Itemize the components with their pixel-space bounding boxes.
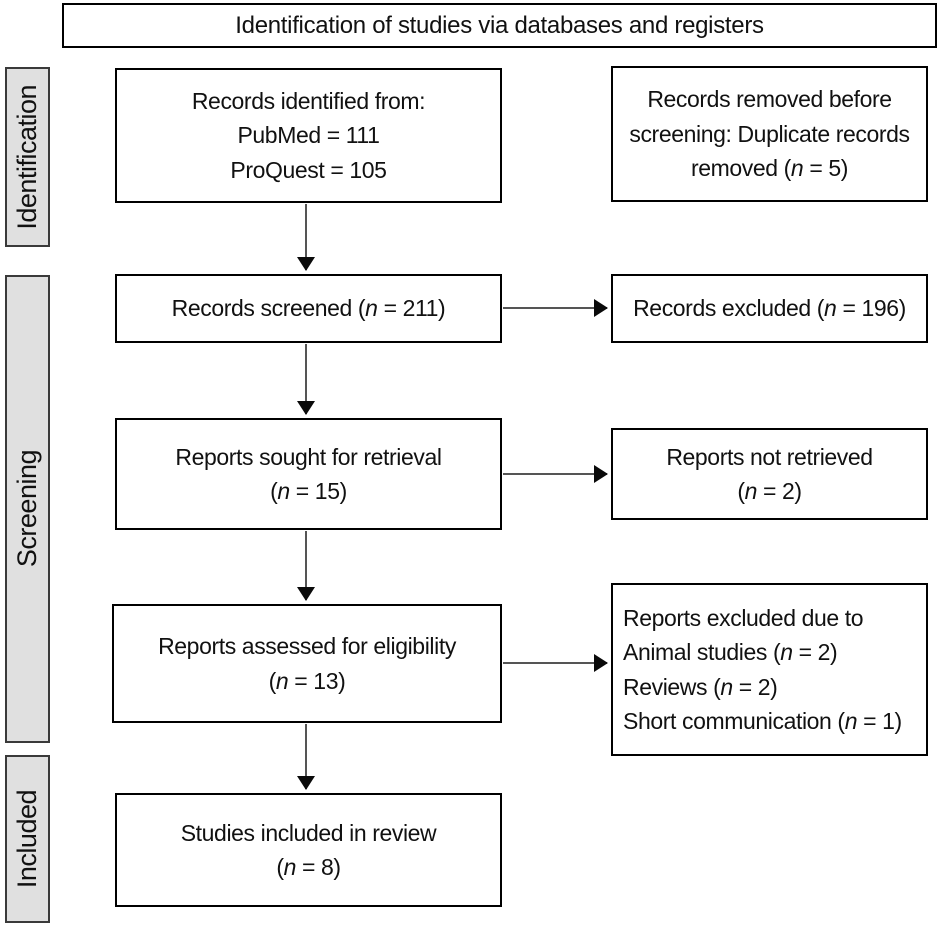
stage-label-included: Included: [5, 755, 50, 923]
box-records-screened: Records screened (n = 211): [115, 274, 502, 343]
box-records-excluded-text: Records excluded (n = 196): [633, 295, 906, 322]
box-reports-not-retrieved: Reports not retrieved(n = 2): [611, 428, 928, 520]
box-reports-sought: Reports sought for retrieval(n = 15): [115, 418, 502, 530]
box-records-screened-text: Records screened (n = 211): [171, 295, 446, 322]
diagram-title: Identification of studies via databases …: [235, 11, 764, 39]
box-reports-not-retrieved-text: Reports not retrieved(n = 2): [666, 443, 873, 505]
box-reports-assessed: Reports assessed for eligibility(n = 13): [112, 604, 502, 723]
stage-label-identification: Identification: [5, 67, 50, 247]
diagram-title-box: Identification of studies via databases …: [62, 3, 937, 48]
stage-label-included-text: Included: [12, 789, 42, 889]
box-reports-assessed-text: Reports assessed for eligibility(n = 13): [158, 633, 456, 694]
stage-label-screening: Screening: [5, 275, 50, 743]
stage-label-screening-text: Screening: [12, 450, 42, 568]
box-studies-included: Studies included in review(n = 8): [115, 793, 502, 907]
box-records-excluded: Records excluded (n = 196): [611, 274, 928, 343]
stage-label-identification-text: Identification: [12, 84, 42, 230]
box-reports-sought-text: Reports sought for retrieval(n = 15): [175, 443, 442, 505]
box-studies-included-text: Studies included in review(n = 8): [180, 819, 437, 881]
